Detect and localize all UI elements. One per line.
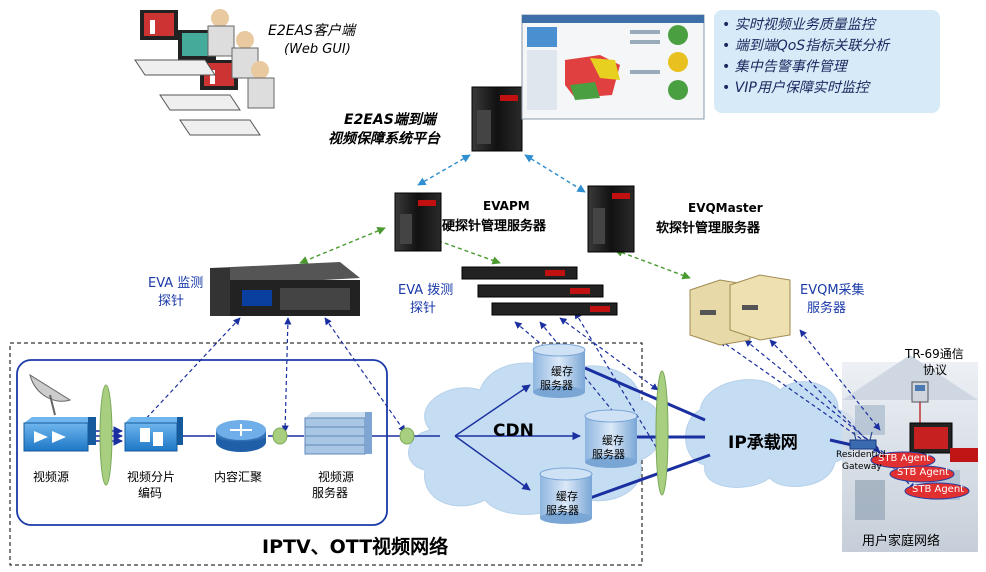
dashboard-screenshot [521,14,705,120]
cache2-label-line2: 服务器 [592,448,625,461]
features-list: • 实时视频业务质量监控 • 端到端QoS指标关联分析 • 集中告警事件管理 •… [722,15,889,99]
eva-monitor-label-line2: 探针 [158,294,185,309]
cache1-label-line2: 服务器 [540,379,573,392]
link-evapm-dial [424,234,501,265]
evapm-label-line1: EVAPM [483,199,530,213]
features-panel [714,10,940,113]
feature-item: • 实时视频业务质量监控 [722,17,875,33]
eva-monitor-probe [210,262,360,316]
cache-server-2 [584,409,638,468]
tr69-pc [911,381,929,403]
platform-title-line2: 视频保障系统平台 [328,131,440,147]
tr69-label-line1: TR-69通信 [905,347,964,361]
feature-item: • VIP用户保障实时监控 [722,80,869,96]
video-server-label-line1: 视频源 [318,470,355,484]
link-evqmaster-collect [614,248,691,280]
stb-agent-label-3: STB Agent [912,484,965,495]
gateway-label-line1: Residential [836,450,886,460]
feature-item: • 端到端QoS指标关联分析 [722,38,890,54]
evqm-collect-label-line2: 服务器 [807,301,847,316]
tap-node [399,427,415,445]
video-source-label: 视频源 [33,470,70,484]
evqm-collect-servers [689,274,791,346]
satellite-dish-icon [29,373,72,416]
platform-title-line1: E2EAS端到端 [344,112,436,128]
stb-agent-2 [889,465,955,483]
evqmaster-label-line2: 软探针管理服务器 [656,221,761,236]
video-encode-label-line1: 视频分片 [127,470,176,484]
evqm-collect-label-line1: EVQM采集 [800,283,865,298]
residential-gateway [849,431,877,450]
client-title: E2EAS客户端 [268,23,356,39]
cache-server-3 [539,467,593,524]
stb-agent-label-1: STB Agent [878,453,931,464]
link-evapm-eva [299,226,386,265]
feature-item: • 集中告警事件管理 [722,59,847,75]
client-subtitle: (Web GUI) [284,42,351,57]
link-platform-evqmaster [524,154,586,193]
evapm-server [394,192,442,252]
video-encoder-device [124,417,183,452]
set-top-box-tv [909,422,978,462]
tap-ellipse [99,384,113,486]
stb-agent-label-2: STB Agent [897,467,950,478]
video-server-label-line2: 服务器 [312,486,349,500]
tap-ellipse [655,370,669,496]
video-source-device [23,417,96,452]
iptv-ott-label: IPTV、OTT视频网络 [262,536,449,558]
eva-dial-probes [461,266,618,316]
evapm-label-line2: 硬探针管理服务器 [442,219,547,234]
link-platform-evapm [417,154,471,186]
content-agg-label: 内容汇聚 [214,470,263,484]
eva-dial-label-line1: EVA 拨测 [398,283,454,298]
evqmaster-server [587,185,635,253]
router-icon [216,420,266,452]
eva-dial-label-line2: 探针 [410,301,437,316]
tr69-label-line2: 协议 [923,363,948,377]
video-server-rack [304,412,372,455]
ip-network-label: IP承载网 [728,433,798,453]
evqmaster-label-line1: EVQMaster [688,201,763,215]
video-encode-label-line2: 编码 [138,486,163,500]
cache3-label-line2: 服务器 [546,504,579,517]
platform-server [471,86,523,152]
eva-monitor-label-line1: EVA 监测 [148,276,204,291]
cache1-label-line1: 缓存 [551,365,573,378]
client-workstations [134,9,275,136]
home-network-label: 用户家庭网络 [862,534,941,549]
cdn-label: CDN [493,421,534,441]
cache2-label-line1: 缓存 [602,434,624,447]
stb-agent-3 [904,482,970,500]
cache3-label-line1: 缓存 [556,490,578,503]
cache-server-1 [532,343,586,398]
gateway-label-line2: Gateway [842,462,882,472]
tap-node [272,427,288,445]
